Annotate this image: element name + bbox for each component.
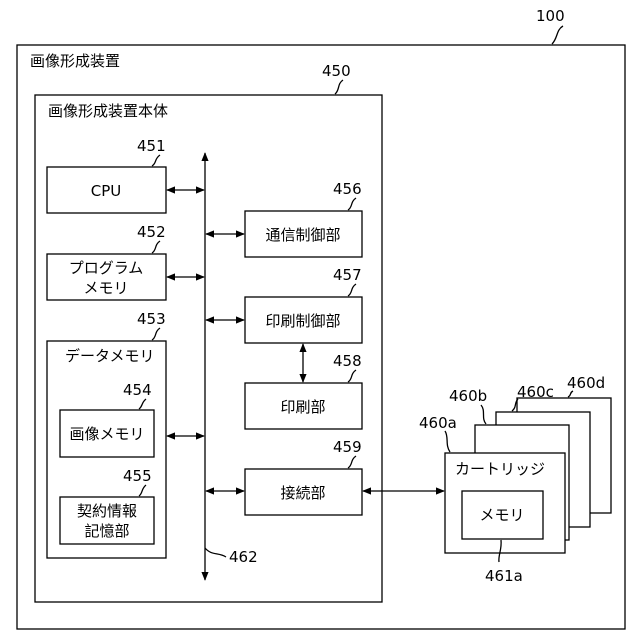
print-control-ref: 457 xyxy=(333,266,362,284)
program-memory-ref: 452 xyxy=(137,223,166,241)
connection-ref: 459 xyxy=(333,438,362,456)
device-label: 画像形成装置 xyxy=(30,52,120,70)
contract-storage-ref: 455 xyxy=(123,467,152,485)
device-leader xyxy=(552,26,563,44)
data-memory-label: データメモリ xyxy=(65,347,155,365)
contract-storage-label-1: 契約情報 xyxy=(77,502,137,520)
cpu-ref: 451 xyxy=(137,137,166,155)
cartridge-memory-ref: 461a xyxy=(485,567,523,585)
program-memory-label-1: プログラム xyxy=(69,259,144,277)
comm-control-label: 通信制御部 xyxy=(265,226,340,244)
comm-control-ref: 456 xyxy=(333,180,362,198)
cartridge-d-ref: 460d xyxy=(567,374,605,392)
bus-ref: 462 xyxy=(229,548,258,566)
image-memory-ref: 454 xyxy=(123,381,152,399)
cartridge-a-ref: 460a xyxy=(419,414,457,432)
cpu-label: CPU xyxy=(91,182,122,200)
print-control-label: 印刷制御部 xyxy=(265,312,340,330)
image-memory-label: 画像メモリ xyxy=(69,425,144,443)
connection-label: 接続部 xyxy=(280,484,325,502)
print-unit-label: 印刷部 xyxy=(280,398,325,416)
main-body-label: 画像形成装置本体 xyxy=(48,102,168,120)
program-memory-label-2: メモリ xyxy=(83,279,128,297)
cartridge-c-ref: 460c xyxy=(517,383,554,401)
main-body-ref: 450 xyxy=(322,62,351,80)
print-unit-ref: 458 xyxy=(333,352,362,370)
cartridge-b-ref: 460b xyxy=(449,387,487,405)
data-memory-ref: 453 xyxy=(137,310,166,328)
device-ref: 100 xyxy=(536,7,565,25)
contract-storage-label-2: 記憶部 xyxy=(84,522,129,540)
cartridge-memory-label: メモリ xyxy=(479,506,524,524)
cartridge-label: カートリッジ xyxy=(455,460,545,478)
